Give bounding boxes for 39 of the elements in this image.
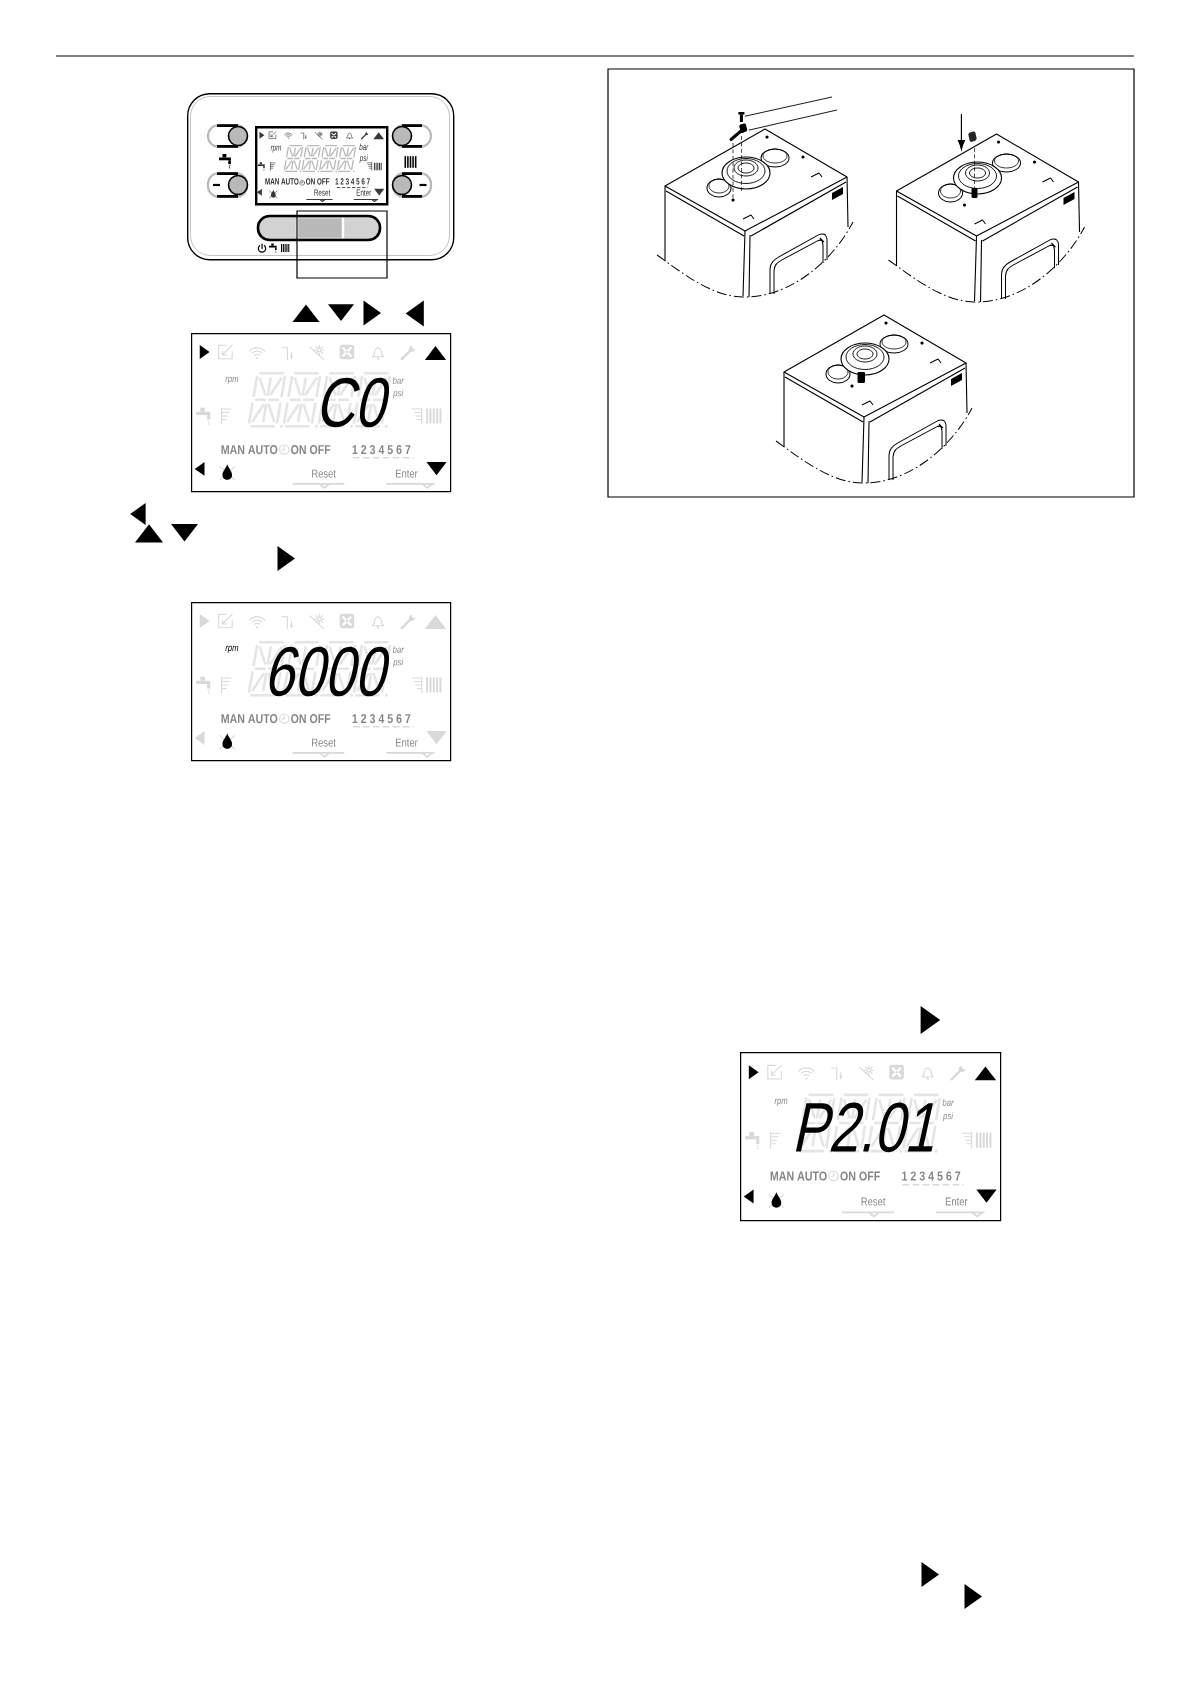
screw [738, 112, 745, 122]
mode-label: ON OFF [291, 445, 331, 455]
softkey-label: Reset [314, 189, 331, 196]
softkey-label: Enter [396, 738, 418, 747]
mode-label: ON OFF [306, 178, 330, 185]
unit-label: bar [392, 645, 405, 653]
softkey-label: Reset [312, 469, 336, 478]
mode-label: MAN AUTO [221, 714, 278, 724]
unit-label: psi [393, 389, 404, 399]
leader-line [744, 96, 833, 117]
unit-label: bar [942, 1098, 954, 1106]
softkey-label: Enter [396, 469, 418, 478]
display-value: C0 [321, 377, 390, 428]
unit-label: rpm [270, 145, 282, 153]
unit-label: bar [359, 143, 369, 151]
softkey-label: Reset [312, 738, 336, 747]
day-numbers: 1 2 3 4 5 6 7 [902, 1171, 961, 1181]
clip [729, 123, 748, 141]
unit-label: rpm [774, 1098, 788, 1106]
unit-label: bar [392, 376, 405, 384]
display-value: P2.01 [795, 1102, 933, 1153]
mode-label: MAN AUTO [221, 445, 278, 455]
softkey-label: Enter [356, 189, 372, 196]
mode-label: ON OFF [291, 714, 331, 724]
leader-line [748, 109, 838, 131]
mode-label: MAN AUTO [265, 178, 299, 185]
unit-label: psi [359, 154, 368, 163]
unit-label: psi [393, 658, 404, 668]
display-value: 6000 [269, 646, 390, 697]
day-numbers: 1 2 3 4 5 6 7 [352, 445, 411, 455]
mode-label: MAN AUTO [770, 1171, 827, 1181]
softkey-label: Enter [945, 1197, 968, 1206]
mode-label: ON OFF [840, 1171, 880, 1181]
unit-label: psi [942, 1112, 954, 1122]
day-numbers: 1 2 3 4 5 6 7 [352, 714, 411, 724]
unit-label: rpm [225, 645, 239, 653]
day-numbers: 1 2 3 4 5 6 7 [335, 178, 370, 185]
softkey-label: Reset [861, 1197, 886, 1206]
unit-label: rpm [225, 376, 239, 384]
